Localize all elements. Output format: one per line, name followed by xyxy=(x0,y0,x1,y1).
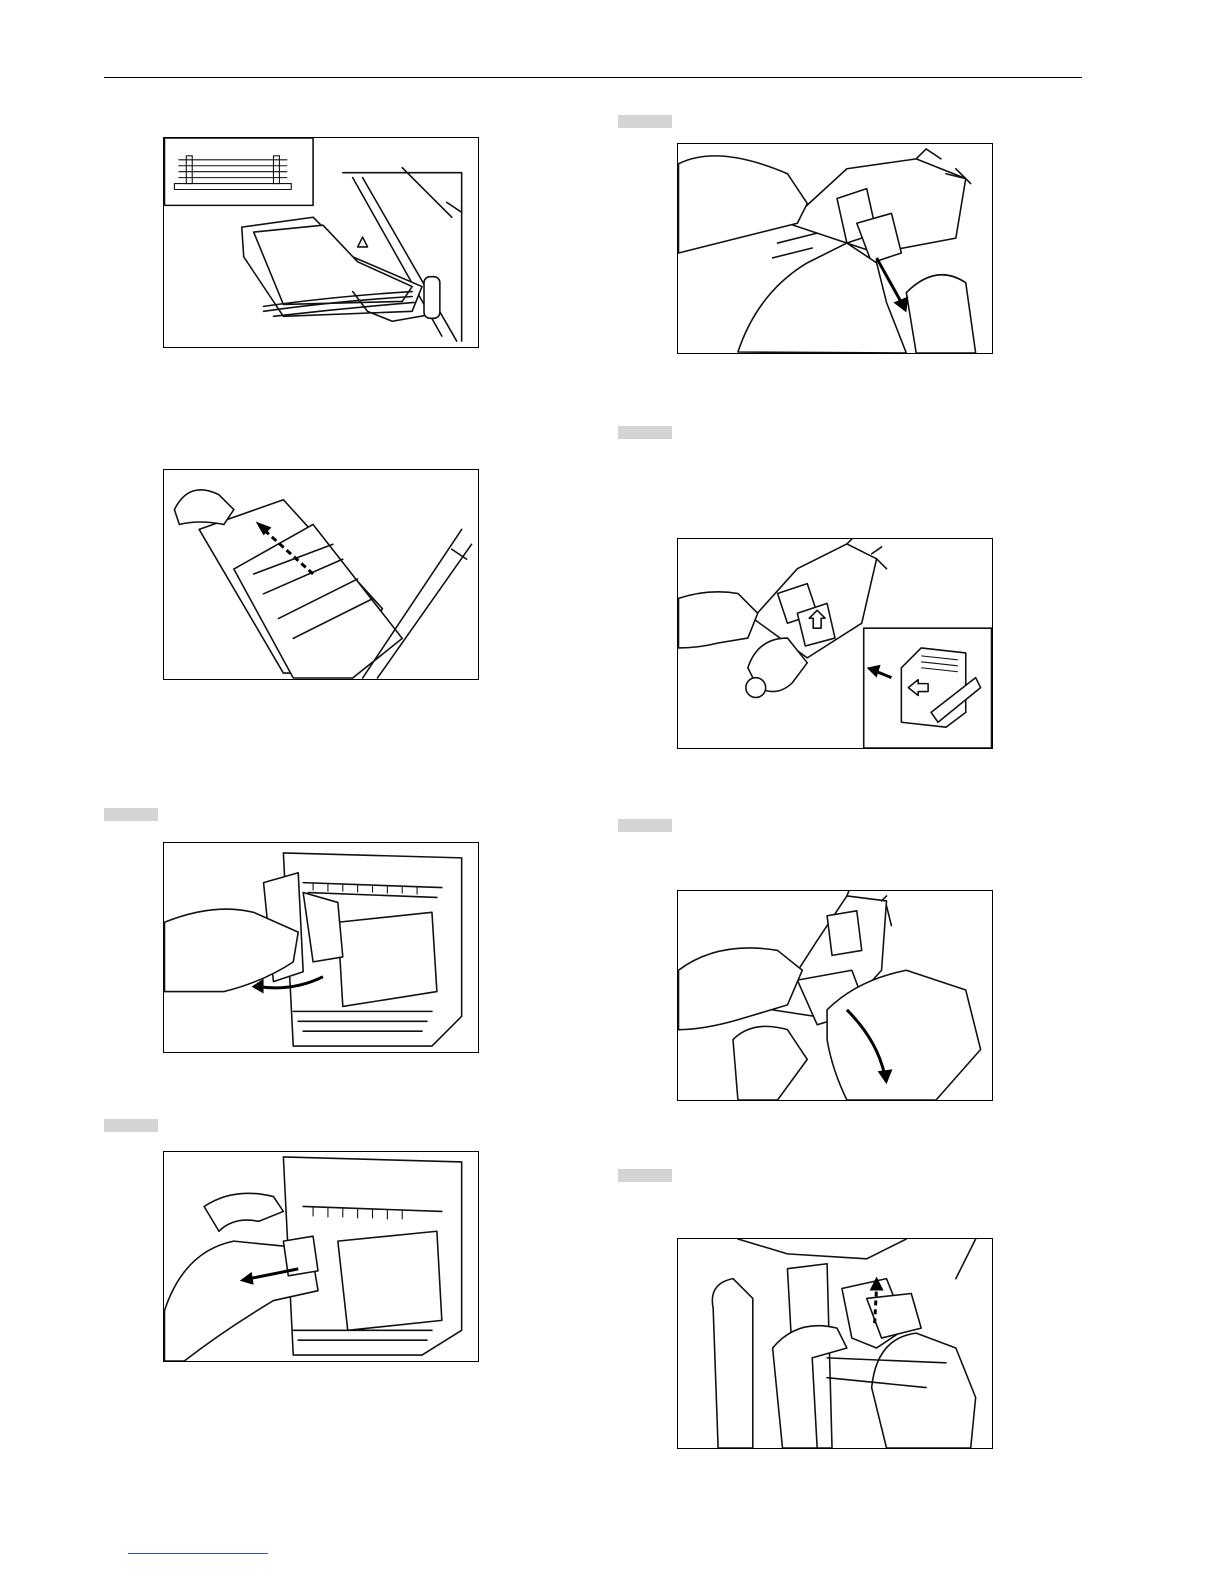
figure-extend-tray xyxy=(163,469,479,680)
step-badge-right-4 xyxy=(618,1169,672,1182)
figure-remove-empty-case xyxy=(677,143,993,354)
header-rule xyxy=(104,77,1082,78)
figure-insert-new-staples xyxy=(677,538,993,749)
paper-stack-inset-icon xyxy=(164,138,478,347)
open-cover-icon xyxy=(164,843,478,1052)
step-badge-right-2 xyxy=(618,426,672,439)
figure-pull-cartridge-holder xyxy=(163,1151,479,1362)
step-badge-right-1 xyxy=(618,115,672,128)
close-holder-icon xyxy=(678,891,992,1100)
step-badge-left-1 xyxy=(104,808,158,821)
figure-reinsert-holder xyxy=(677,1238,993,1449)
step-badge-right-3 xyxy=(618,819,672,832)
figure-output-tray-sheets xyxy=(163,137,479,348)
step-badge-left-2 xyxy=(104,1119,158,1132)
figure-open-stapler-cover xyxy=(163,842,479,1053)
figure-close-holder xyxy=(677,890,993,1101)
insert-staples-icon xyxy=(678,539,992,748)
reinsert-holder-icon xyxy=(678,1239,992,1448)
pull-holder-icon xyxy=(164,1152,478,1361)
tray-extension-icon xyxy=(164,470,478,679)
footer-link-underline[interactable] xyxy=(128,1553,268,1554)
remove-case-icon xyxy=(678,144,992,353)
